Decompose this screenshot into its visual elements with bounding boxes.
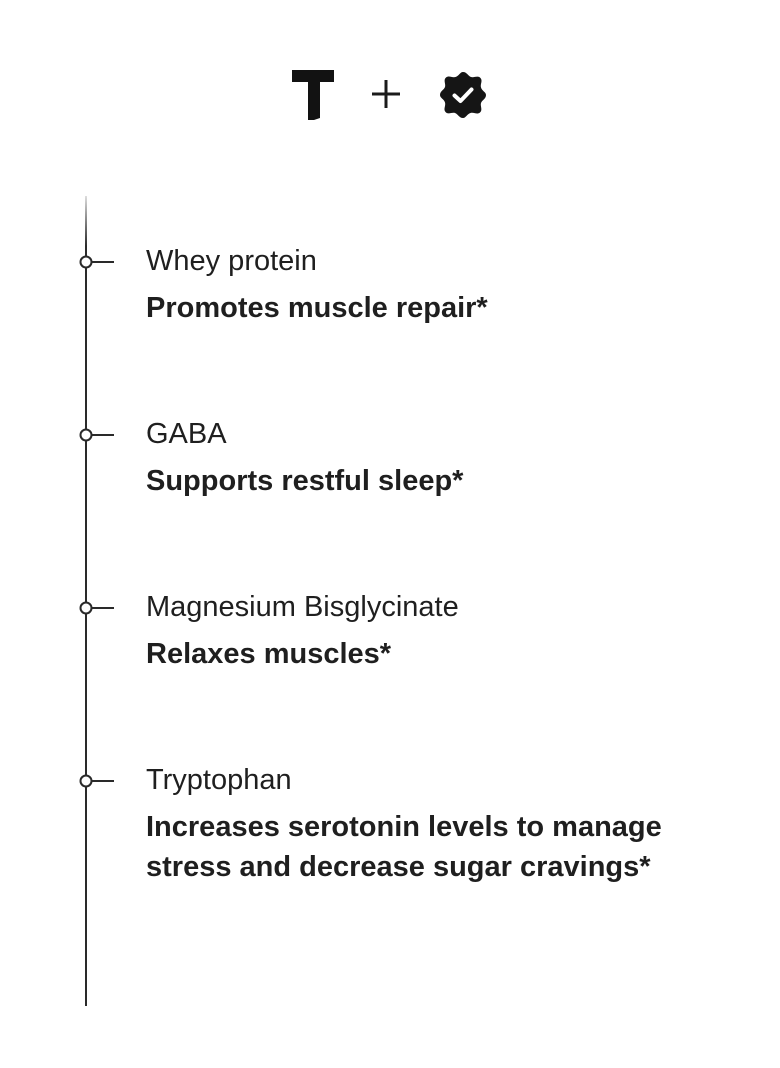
ingredient-name: Magnesium Bisglycinate [146,591,459,623]
verified-badge-icon [440,72,486,118]
ingredient-name: GABA [146,418,227,450]
ingredient-benefit: Supports restful sleep* [146,465,464,497]
timeline-node-icon [79,428,114,442]
ingredient-name: Whey protein [146,245,317,277]
logo-row [0,64,780,124]
ingredient-benefit: Promotes muscle repair* [146,292,488,324]
ingredient-name: Tryptophan [146,764,292,796]
timeline-line [85,196,87,1006]
brand-t-logo-icon [292,70,334,120]
ingredient-benefit: Relaxes muscles* [146,638,392,670]
timeline-node-icon [79,774,114,788]
timeline-node-icon [79,601,114,615]
timeline-node-icon [79,255,114,269]
ingredient-benefit: Increases serotonin levels to manage str… [146,811,662,883]
plus-icon [372,80,400,108]
